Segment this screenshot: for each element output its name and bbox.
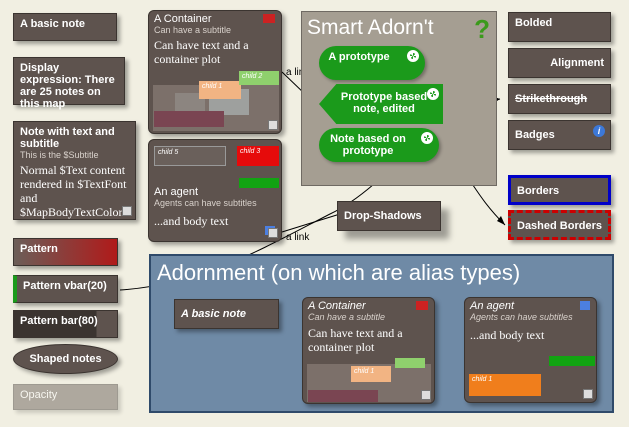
red-flag-icon (416, 301, 428, 310)
pattern-bar-note[interactable]: Pattern bar(80) (13, 310, 118, 338)
red-flag-icon (263, 14, 275, 23)
container-note[interactable]: A Container Can have a subtitle Can have… (148, 10, 282, 134)
agent-note[interactable]: child 5 child 3 An agent Agents can have… (148, 139, 282, 242)
drop-shadows-note[interactable]: Drop-Shadows (337, 201, 441, 231)
prototype-icon (421, 132, 433, 144)
prototype-based-note[interactable]: Prototype based note, edited (319, 84, 443, 124)
text-subtitle-note[interactable]: Note with text and subtitle This is the … (13, 121, 136, 220)
dashed-borders-note[interactable]: Dashed Borders (508, 210, 611, 240)
bolded-note[interactable]: Bolded (508, 12, 611, 42)
opacity-note[interactable]: Opacity (13, 384, 118, 410)
note-based-on-prototype[interactable]: Note based on prototype (319, 128, 439, 162)
alias-agent-note[interactable]: An agent Agents can have subtitles ...an… (464, 297, 597, 403)
borders-note[interactable]: Borders (508, 175, 611, 205)
alias-basic-note[interactable]: A basic note (174, 299, 279, 329)
strikethrough-note[interactable]: Strikethrough (508, 84, 611, 114)
child-1[interactable]: child 1 (199, 81, 241, 99)
resize-icon[interactable] (268, 228, 278, 238)
alias-container-note[interactable]: A Container Can have a subtitle Can have… (302, 297, 435, 404)
prototype-icon (427, 88, 439, 100)
resize-icon[interactable] (583, 389, 593, 399)
pattern-vbar-note[interactable]: Pattern vbar(20) (13, 275, 118, 303)
shaped-note[interactable]: Shaped notes (13, 344, 118, 374)
resize-icon[interactable] (268, 120, 278, 130)
alias-child-1[interactable]: child 1 (469, 374, 541, 396)
prototype-icon (407, 50, 419, 62)
child-2[interactable]: child 2 (239, 71, 279, 85)
basic-note[interactable]: A basic note (13, 13, 117, 41)
child-3[interactable]: child 3 (237, 146, 279, 166)
pattern-note[interactable]: Pattern (13, 238, 118, 266)
blue-flag-icon (580, 301, 590, 310)
link-label[interactable]: a link (286, 67, 310, 78)
child-5[interactable]: child 5 (154, 146, 226, 166)
link-label[interactable]: a link (286, 232, 310, 243)
info-icon: i (593, 125, 605, 137)
resize-icon[interactable] (421, 390, 431, 400)
resize-icon[interactable] (122, 206, 132, 216)
display-expression-note[interactable]: Display expression: There are 25 notes o… (13, 57, 125, 110)
alias-child-1[interactable]: child 1 (351, 366, 391, 382)
question-icon: ? (474, 14, 490, 44)
prototype-note[interactable]: A prototype (319, 46, 425, 80)
badges-note[interactable]: Badges i (508, 120, 611, 150)
alignment-note[interactable]: Alignment (508, 48, 611, 78)
